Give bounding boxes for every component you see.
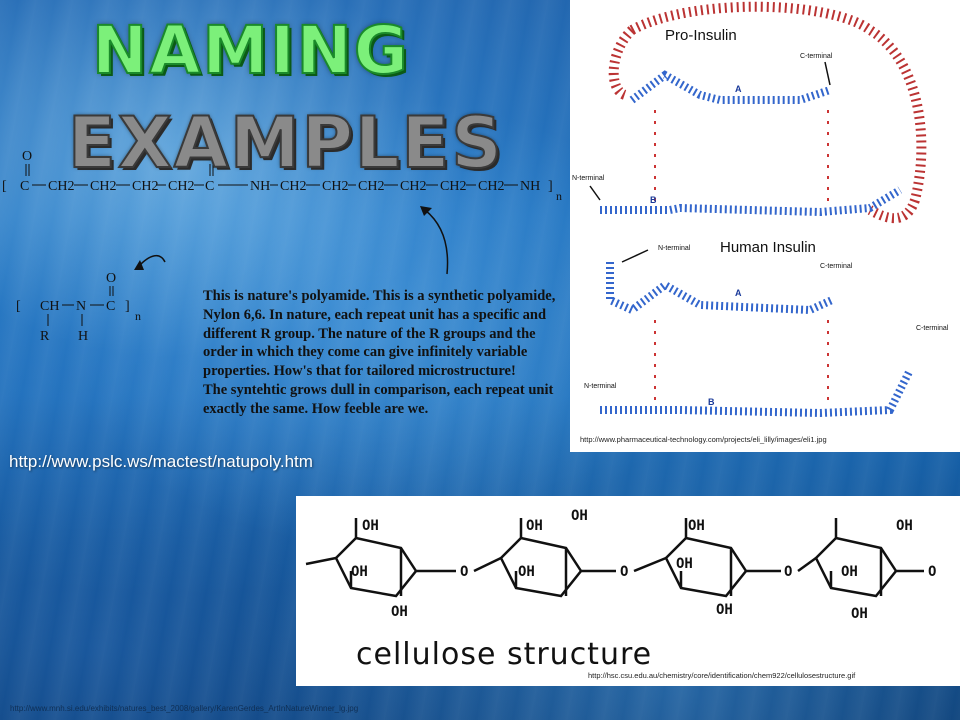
n-terminal-label-mid: N-terminal <box>658 245 691 252</box>
carbonyl-o-1: O <box>22 149 32 164</box>
n-terminal-label-top: N-terminal <box>572 175 605 182</box>
atom-c: C <box>106 299 115 314</box>
description-line: properties. How's that for tailored micr… <box>203 363 516 380</box>
chain-b-label-2: B <box>708 397 715 407</box>
atom-c: C <box>205 179 214 194</box>
cellulose-diagram: OH OH OH OH OH OH OH OH OH OH OH OH O O … <box>296 496 960 686</box>
carbonyl-o: O <box>106 271 116 286</box>
glucose-ring-2 <box>499 536 583 598</box>
description-line: different R group. The nature of the R g… <box>203 325 536 342</box>
oh-label: OH <box>571 508 588 524</box>
group-ch2: CH2 <box>322 179 348 194</box>
oh-label: OH <box>688 518 705 534</box>
pro-insulin-title: Pro-Insulin <box>665 27 737 44</box>
nylon-formula: O O [ C CH2 CH2 CH2 CH2 C NH CH2 CH2 CH2… <box>2 149 562 203</box>
description-line: exactly the same. How feeble are we. <box>203 400 429 417</box>
cellulose-source-url[interactable]: http://hsc.csu.edu.au/chemistry/core/ide… <box>588 671 856 680</box>
chain-b-label: B <box>650 195 657 205</box>
oh-label: OH <box>676 556 693 572</box>
human-insulin-title: Human Insulin <box>720 239 816 256</box>
oh-label: OH <box>851 606 868 622</box>
description-line: Nylon 6,6. In nature, each repeat unit h… <box>203 306 547 323</box>
description-line: The syntehtic grows dull in comparison, … <box>203 381 554 398</box>
group-ch2: CH2 <box>400 179 426 194</box>
oh-label: OH <box>518 564 535 580</box>
insulin-diagram: Pro-Insulin C-terminal A B N-terminal Hu… <box>570 0 960 452</box>
o-bridge-label: O <box>460 564 468 580</box>
oh-label: OH <box>716 602 733 618</box>
chain-a-label-2: A <box>735 288 742 298</box>
n-terminal-label-bottom: N-terminal <box>584 383 617 390</box>
polyamide-source-url[interactable]: http://www.pslc.ws/mactest/natupoly.htm <box>9 452 313 471</box>
atom-c: C <box>20 179 29 194</box>
repeat-n: n <box>556 189 562 203</box>
description-line: This is nature's polyamide. This is a sy… <box>203 288 556 304</box>
group-ch2: CH2 <box>90 179 116 194</box>
b-chain-human <box>600 368 914 418</box>
background-source-url[interactable]: http://www.mnh.si.edu/exhibits/natures_b… <box>10 704 359 713</box>
c-terminal-label-mid: C-terminal <box>820 263 853 270</box>
oh-label: OH <box>391 604 408 620</box>
o-bridge-label: O <box>620 564 628 580</box>
group-ch2: CH2 <box>358 179 384 194</box>
svg-text:[: [ <box>16 299 21 314</box>
oh-label: OH <box>841 564 858 580</box>
a-chain-human <box>606 262 834 315</box>
group-ch2: CH2 <box>132 179 158 194</box>
o-bridge-label: O <box>784 564 792 580</box>
natural-unit-formula: O [ CH N C ] n R H <box>16 271 141 344</box>
polyamide-svg: O O [ C CH2 CH2 CH2 CH2 C NH CH2 CH2 CH2… <box>2 149 562 344</box>
group-ch2: CH2 <box>48 179 74 194</box>
svg-text:[: [ <box>2 179 7 194</box>
description-line: order in which they come can give infini… <box>203 344 528 361</box>
polyamide-description: This is nature's polyamide. This is a sy… <box>203 287 623 419</box>
chain-a-label: A <box>735 84 742 94</box>
glucose-ring-1 <box>334 536 418 598</box>
o-bridge-label: O <box>928 564 936 580</box>
arrow <box>589 185 601 201</box>
group-ch2: CH2 <box>280 179 306 194</box>
slide-title-line2: EXAMPLES <box>67 102 504 184</box>
svg-text:]: ] <box>548 179 553 194</box>
curved-arrow-nylon <box>424 209 449 275</box>
cellulose-svg: OH OH OH OH OH OH OH OH OH OH OH OH O O … <box>305 508 936 680</box>
group-nh: NH <box>520 179 540 194</box>
slide-title-line1: NAMING <box>91 12 410 89</box>
pro-insulin-loop-left <box>608 26 636 100</box>
group-ch2: CH2 <box>478 179 504 194</box>
atom-h: H <box>78 329 88 344</box>
arrow <box>824 61 831 86</box>
atom-n: N <box>76 299 86 314</box>
b-chain-pro <box>600 186 903 217</box>
a-chain-pro <box>629 70 832 104</box>
oh-label: OH <box>351 564 368 580</box>
carbonyl-o-2: O <box>206 149 216 164</box>
arrow <box>621 249 649 263</box>
polyamide-area: O O [ C CH2 CH2 CH2 CH2 C NH CH2 CH2 CH2… <box>0 142 570 442</box>
svg-text:]: ] <box>125 299 130 314</box>
group-ch2: CH2 <box>440 179 466 194</box>
c-terminal-label-bottom: C-terminal <box>916 325 949 332</box>
repeat-n: n <box>135 309 141 323</box>
insulin-svg: Pro-Insulin C-terminal A B N-terminal Hu… <box>572 1 949 444</box>
cellulose-rings <box>305 518 924 598</box>
group-ch2: CH2 <box>168 179 194 194</box>
oh-label: OH <box>362 518 379 534</box>
insulin-source-url[interactable]: http://www.pharmaceutical-technology.com… <box>580 435 827 444</box>
cellulose-caption: cellulose structure <box>356 637 652 672</box>
atom-ch: CH <box>40 299 59 314</box>
group-nh: NH <box>250 179 270 194</box>
c-terminal-label-top: C-terminal <box>800 53 833 60</box>
oh-label: OH <box>526 518 543 534</box>
r-group: R <box>40 329 50 344</box>
oh-label: OH <box>896 518 913 534</box>
cellulose-labels: OH OH OH OH OH OH OH OH OH OH OH OH O O … <box>351 508 936 622</box>
